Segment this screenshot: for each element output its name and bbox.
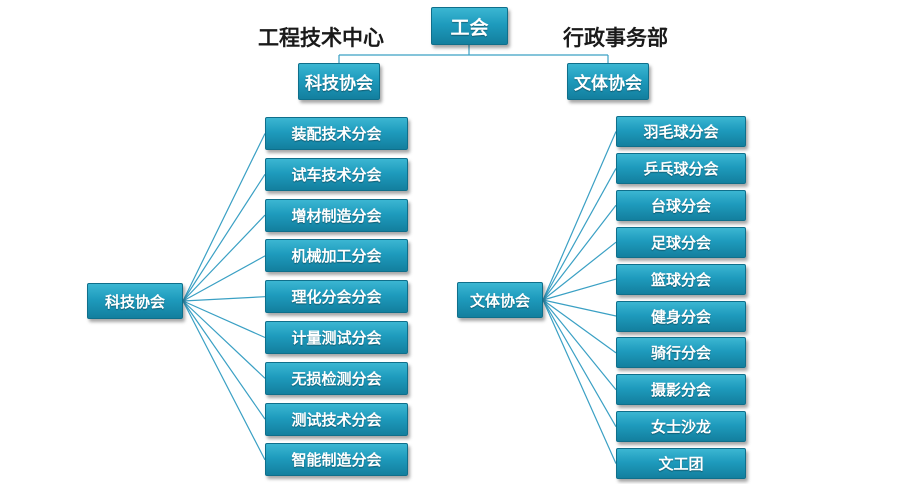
right-branch-item[interactable]: 女士沙龙 xyxy=(616,411,746,443)
right-branch-item-label: 羽毛球分会 xyxy=(643,123,719,141)
right-branch-item-label: 乒乓球分会 xyxy=(643,159,719,178)
left-fan-line xyxy=(182,296,266,302)
right-fan-line xyxy=(542,299,617,354)
hub-sci-tech-label: 科技协会 xyxy=(104,292,165,311)
left-branch-item-label: 理化分会分会 xyxy=(291,288,382,307)
right-branch-item-label: 足球分会 xyxy=(650,233,711,252)
left-branch-item[interactable]: 测试技术分会 xyxy=(265,402,408,436)
left-branch-item[interactable]: 智能制造分会 xyxy=(265,443,408,477)
left-fan-line xyxy=(182,300,266,339)
node-culture-sports-association[interactable]: 文体协会 xyxy=(567,63,649,100)
right-branch-item[interactable]: 羽毛球分会 xyxy=(616,116,746,147)
right-fan-line xyxy=(542,241,617,301)
right-fan-line xyxy=(542,204,617,301)
right-branch-item[interactable]: 健身分会 xyxy=(616,300,746,332)
right-branch-item[interactable]: 足球分会 xyxy=(616,226,746,258)
left-branch-item-label: 智能制造分会 xyxy=(291,451,382,470)
right-branch-item[interactable]: 摄影分会 xyxy=(616,374,746,406)
right-branch-item-label: 健身分会 xyxy=(650,307,711,326)
node-culture-sports-label: 文体协会 xyxy=(574,74,642,94)
left-branch-item-label: 测试技术分会 xyxy=(291,410,382,429)
right-fan-line xyxy=(542,131,617,301)
hub-culture-sports-association[interactable]: 文体协会 xyxy=(457,282,543,318)
right-branch-item[interactable]: 乒乓球分会 xyxy=(616,152,746,184)
left-branch-item-label: 装配技术分会 xyxy=(291,125,382,143)
left-branch-item[interactable]: 装配技术分会 xyxy=(265,117,408,150)
hub-culture-sports-label: 文体协会 xyxy=(469,291,530,310)
right-fan-connectors xyxy=(542,131,617,464)
right-branch-item-label: 台球分会 xyxy=(650,196,711,215)
top-connectors xyxy=(338,45,609,63)
label-engineering-center: 工程技术中心 xyxy=(258,26,384,50)
right-fan-line xyxy=(542,299,617,391)
left-branch-item-label: 增材制造分会 xyxy=(291,206,382,225)
left-branch-item-label: 试车技术分会 xyxy=(291,165,382,184)
right-fan-line xyxy=(542,299,617,427)
right-fan-line xyxy=(542,299,617,464)
left-fan-line xyxy=(182,214,266,302)
left-branch-item[interactable]: 机械加工分会 xyxy=(265,239,408,273)
left-fan-line xyxy=(182,300,266,461)
right-fan-line xyxy=(542,168,617,301)
right-fan-line xyxy=(542,299,617,317)
left-fan-line xyxy=(182,300,266,420)
node-sci-tech-label: 科技协会 xyxy=(305,74,373,94)
left-branch-item[interactable]: 计量测试分会 xyxy=(265,321,408,354)
left-fan-connectors xyxy=(182,133,266,461)
right-branch-item[interactable]: 文工团 xyxy=(616,448,746,480)
left-branch-item[interactable]: 试车技术分会 xyxy=(265,157,408,191)
left-branch-item-label: 机械加工分会 xyxy=(291,247,382,266)
right-branch-item-label: 骑行分会 xyxy=(650,344,711,363)
root-node-label: 工会 xyxy=(450,16,489,39)
right-fan-line xyxy=(542,278,617,301)
hub-sci-tech-association[interactable]: 科技协会 xyxy=(87,283,183,319)
left-branch-item[interactable]: 理化分会分会 xyxy=(265,280,408,314)
left-branch-item-label: 无损检测分会 xyxy=(291,369,382,388)
right-branch-item[interactable]: 骑行分会 xyxy=(616,337,746,369)
left-fan-line xyxy=(182,133,266,302)
right-branch-item-label: 女士沙龙 xyxy=(650,418,711,437)
right-branch-item[interactable]: 台球分会 xyxy=(616,189,746,221)
left-branch-item[interactable]: 增材制造分会 xyxy=(265,198,408,232)
node-sci-tech-association[interactable]: 科技协会 xyxy=(298,63,380,100)
left-branch-item-label: 计量测试分会 xyxy=(291,329,382,347)
left-fan-line xyxy=(182,300,266,379)
label-admin-department: 行政事务部 xyxy=(563,26,668,50)
right-branch-item-label: 文工团 xyxy=(658,455,704,474)
right-branch-item-label: 摄影分会 xyxy=(650,381,711,400)
right-branch-item-label: 篮球分会 xyxy=(650,270,711,289)
left-branch-item[interactable]: 无损检测分会 xyxy=(265,361,408,395)
left-fan-line xyxy=(182,173,266,302)
right-branch-item[interactable]: 篮球分会 xyxy=(616,263,746,295)
left-fan-line xyxy=(182,255,266,302)
root-node-union[interactable]: 工会 xyxy=(431,7,508,45)
